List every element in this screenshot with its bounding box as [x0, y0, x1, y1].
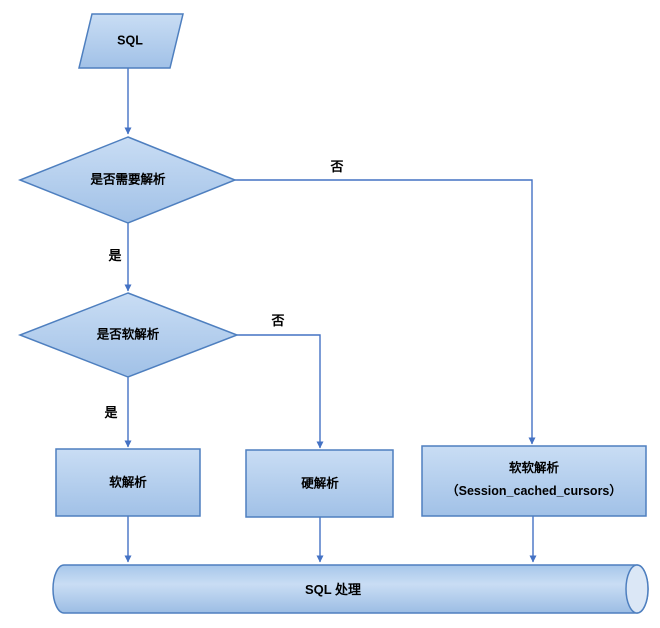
- softer-parse-label: 软软解析 （Session_cached_cursors）: [446, 457, 622, 503]
- decision2-label: 是否软解析: [96, 327, 160, 342]
- decision1-diamond: [17, 136, 238, 224]
- start-parallelogram: [78, 13, 184, 69]
- decision1-label: 是否需要解析: [90, 172, 166, 187]
- soft-parse-label: 软解析: [109, 475, 147, 490]
- sql-process-label: SQL 处理: [304, 582, 362, 598]
- cylinder-end-cap: [625, 564, 649, 614]
- soft-parse-box: [55, 448, 201, 517]
- edge-decision1-no: [235, 179, 536, 445]
- decision2-diamond: [17, 292, 240, 378]
- decision1-yes-label: 是: [108, 248, 122, 264]
- decision2-yes-label: 是: [104, 405, 118, 421]
- decision2-no-label: 否: [271, 313, 285, 329]
- softer-parse-box: [421, 445, 647, 517]
- softer-parse-label-line2: （Session_cached_cursors）: [446, 484, 622, 498]
- start-label: SQL: [117, 33, 143, 48]
- decision1-no-label: 否: [330, 159, 344, 175]
- softer-parse-label-line1: 软软解析: [508, 461, 559, 475]
- hard-parse-label: 硬解析: [301, 476, 339, 491]
- edge-decision2-no: [237, 334, 324, 449]
- hard-parse-box: [245, 449, 394, 518]
- sql-process-cylinder: [52, 564, 649, 614]
